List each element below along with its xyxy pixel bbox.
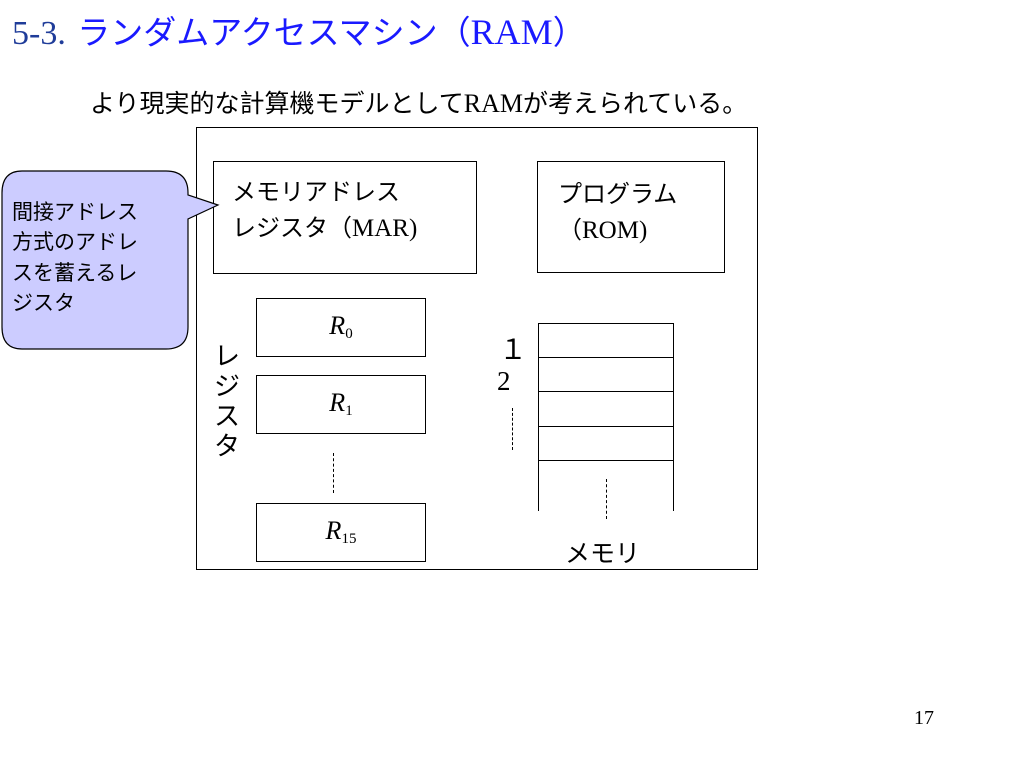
register-label-char: ス <box>213 401 240 432</box>
callout-line: ジスタ <box>12 291 75 316</box>
memory-address-1: １ <box>499 333 528 366</box>
ram-diagram-frame <box>196 127 758 570</box>
register-r0-symbol: R <box>329 311 346 340</box>
register-label-char: タ <box>213 431 240 462</box>
address-ellipsis <box>512 408 513 450</box>
memory-cell-line <box>538 426 674 427</box>
mar-line1: メモリアドレス <box>232 178 400 206</box>
mar-box: メモリアドレス レジスタ（MAR) <box>213 161 477 274</box>
memory-ellipsis <box>606 479 607 519</box>
memory-address-2: 2 <box>497 366 511 396</box>
rom-label: プログラム （ROM) <box>558 176 677 250</box>
register-r0-label: R0 <box>257 311 425 343</box>
callout-bubble <box>1 170 220 350</box>
register-r0: R0 <box>256 298 426 357</box>
subtitle: より現実的な計算機モデルとしてRAMが考えられている。 <box>90 89 748 119</box>
register-label-char: レ <box>213 342 240 372</box>
memory-cell-line <box>538 391 674 392</box>
memory-cell-line <box>538 460 674 461</box>
register-ellipsis <box>333 453 334 493</box>
slide-title: 5-3. ランダムアクセスマシン（RAM） <box>12 14 586 51</box>
rom-line2: （ROM) <box>558 212 677 250</box>
callout-shape <box>1 170 220 350</box>
register-r15-index: 15 <box>341 531 357 547</box>
register-r1-symbol: R <box>329 388 346 417</box>
mar-line2-jp: レジスタ（ <box>232 214 352 242</box>
section-number: 5-3. <box>12 15 66 52</box>
register-r1: R1 <box>256 375 426 434</box>
rom-line2-paren: （ <box>558 216 582 244</box>
subtitle-before: より現実的な計算機モデルとして <box>90 89 464 118</box>
register-r15-label: R15 <box>257 516 425 548</box>
title-paren-open: （ <box>437 13 471 52</box>
subtitle-latin: RAM <box>463 89 524 118</box>
register-r15-symbol: R <box>325 516 342 545</box>
mar-label: メモリアドレス レジスタ（MAR) <box>232 174 417 248</box>
memory-right-edge <box>673 323 674 511</box>
mar-line2: レジスタ（MAR) <box>232 210 417 248</box>
title-japanese: ランダムアクセスマシン <box>77 13 438 52</box>
rom-box: プログラム （ROM) <box>537 161 725 273</box>
callout-line: 方式のアドレ <box>12 230 138 255</box>
register-vertical-label: レ ジ ス タ <box>210 342 244 463</box>
callout-line: 間接アドレス <box>12 200 138 224</box>
register-label-char: ジ <box>213 371 240 402</box>
page-number: 17 <box>914 707 934 729</box>
memory-label: メモリ <box>565 539 641 568</box>
title-latin: RAM <box>470 12 553 52</box>
memory-left-edge <box>538 323 539 511</box>
mar-line2-latin: MAR) <box>352 215 418 242</box>
memory-cell-line <box>538 357 674 358</box>
register-r0-index: 0 <box>345 326 353 342</box>
callout-text: 間接アドレス 方式のアドレ スを蓄えるレ ジスタ <box>12 197 138 319</box>
register-r1-label: R1 <box>257 388 425 420</box>
title-paren-close: ） <box>552 13 586 52</box>
subtitle-after: が考えられている。 <box>523 89 748 118</box>
rom-line1: プログラム <box>558 180 678 208</box>
memory-cell-line <box>538 323 674 324</box>
register-r1-index: 1 <box>345 403 353 419</box>
register-r15: R15 <box>256 503 426 562</box>
rom-line2-latin: ROM) <box>582 217 648 244</box>
callout-line: スを蓄えるレ <box>12 260 138 285</box>
